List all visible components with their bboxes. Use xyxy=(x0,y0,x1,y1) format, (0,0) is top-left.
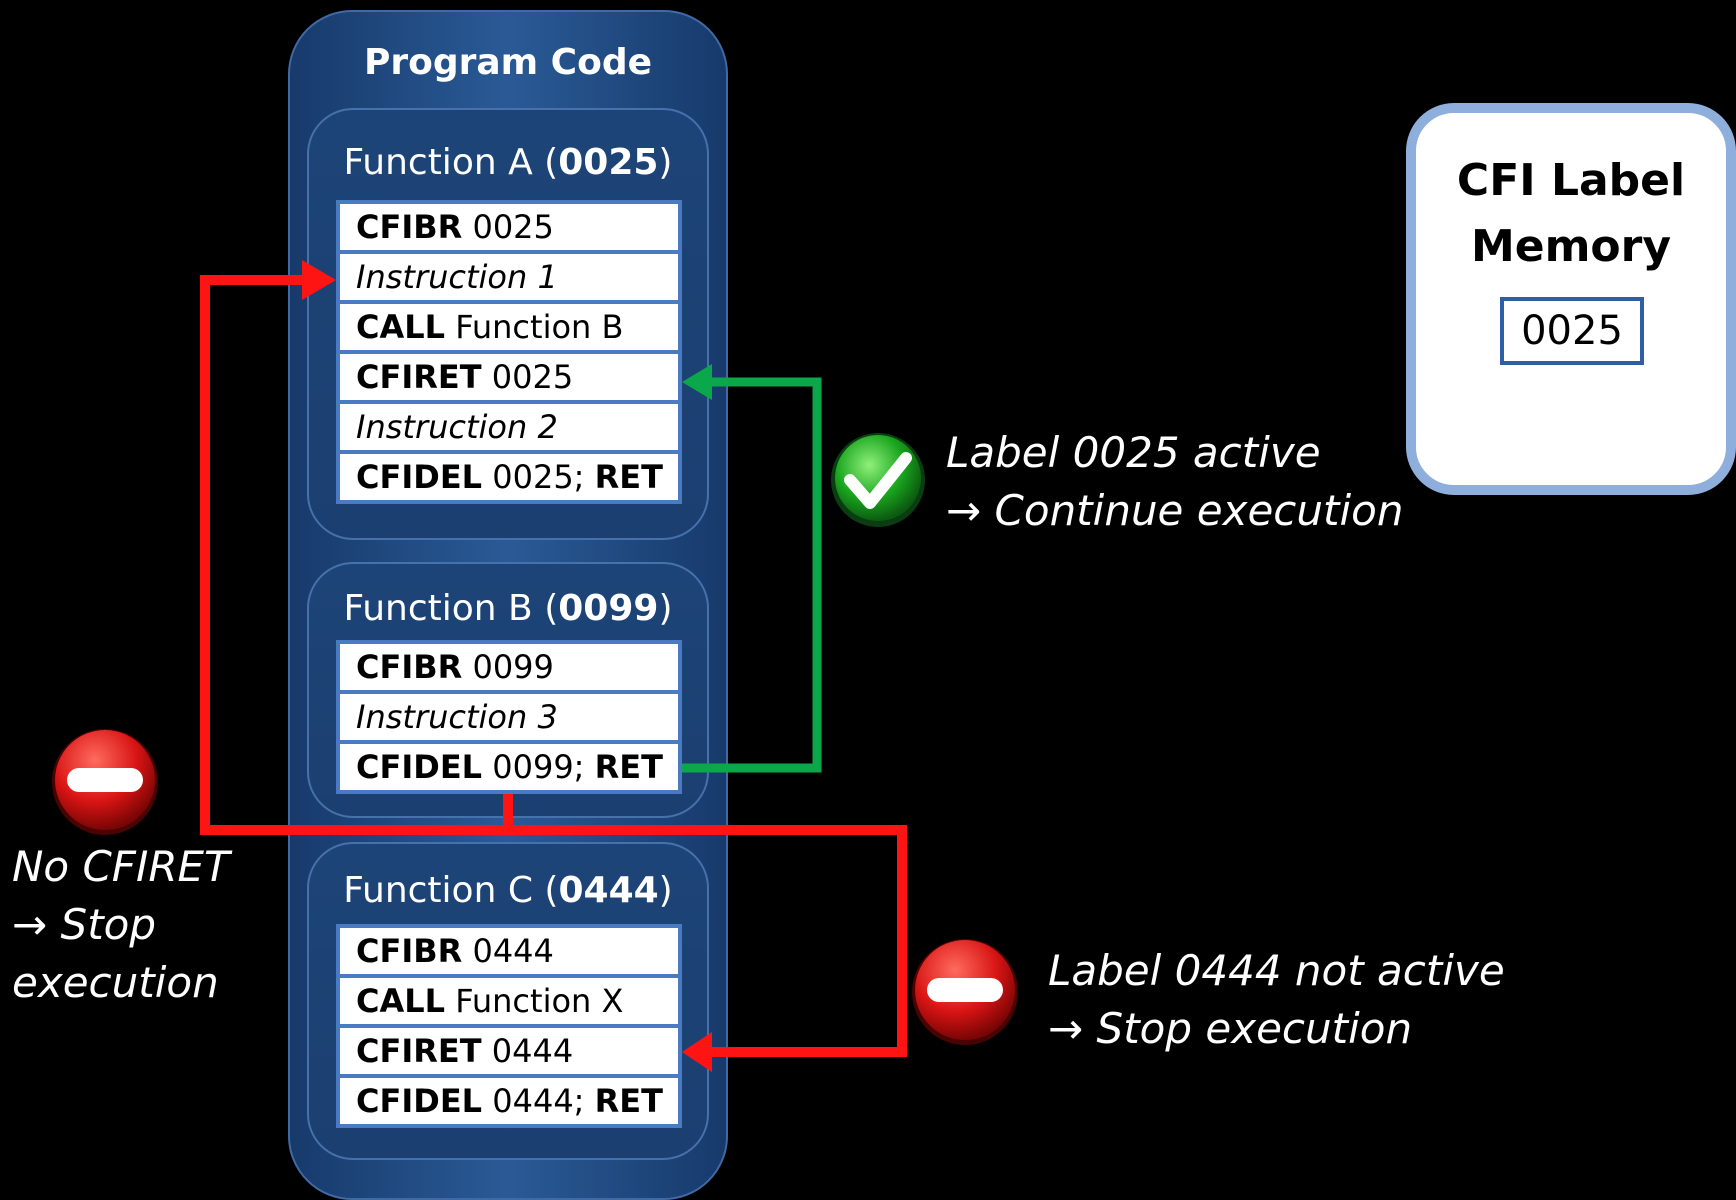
instruction-row: CFIBR 0099 xyxy=(340,644,678,690)
instruction-row: CFIRET 0025 xyxy=(340,354,678,400)
check-circle-icon xyxy=(831,433,925,527)
instruction-row: Instruction 2 xyxy=(340,404,678,450)
cfi-memory-title: CFI Label Memory xyxy=(1456,155,1686,272)
function-a-instructions: CFIBR 0025 Instruction 1 CALL Function B… xyxy=(336,200,682,504)
no-entry-icon xyxy=(52,729,158,835)
cfi-memory-value: 0025 xyxy=(1500,297,1644,365)
function-b-instructions: CFIBR 0099 Instruction 3 CFIDEL 0099; RE… xyxy=(336,640,682,794)
function-a-title: Function A (0025) xyxy=(343,142,673,183)
program-code-title: Program Code xyxy=(363,42,653,83)
note-label-active: Label 0025 active → Continue execution xyxy=(946,428,1404,535)
instruction-row: Instruction 1 xyxy=(340,254,678,300)
function-b-title: Function B (0099) xyxy=(343,588,673,629)
note-label-not-active: Label 0444 not active → Stop execution xyxy=(1048,946,1505,1053)
no-entry-icon xyxy=(912,939,1018,1045)
instruction-row: CFIDEL 0099; RET xyxy=(340,744,678,790)
note-no-cfiret: No CFIRET → Stop execution xyxy=(12,842,230,1007)
return-ok-arrow xyxy=(682,364,822,773)
instruction-row: CFIRET 0444 xyxy=(340,1028,678,1074)
instruction-row: CFIBR 0444 xyxy=(340,928,678,974)
function-c-instructions: CFIBR 0444 CALL Function X CFIRET 0444 C… xyxy=(336,924,682,1128)
function-c-title: Function C (0444) xyxy=(343,870,673,911)
instruction-row: CALL Function B xyxy=(340,304,678,350)
instruction-row: CFIDEL 0025; RET xyxy=(340,454,678,500)
instruction-row: CALL Function X xyxy=(340,978,678,1024)
return-stop-arrows xyxy=(200,260,907,1072)
instruction-row: Instruction 3 xyxy=(340,694,678,740)
instruction-row: CFIDEL 0444; RET xyxy=(340,1078,678,1124)
instruction-row: CFIBR 0025 xyxy=(340,204,678,250)
